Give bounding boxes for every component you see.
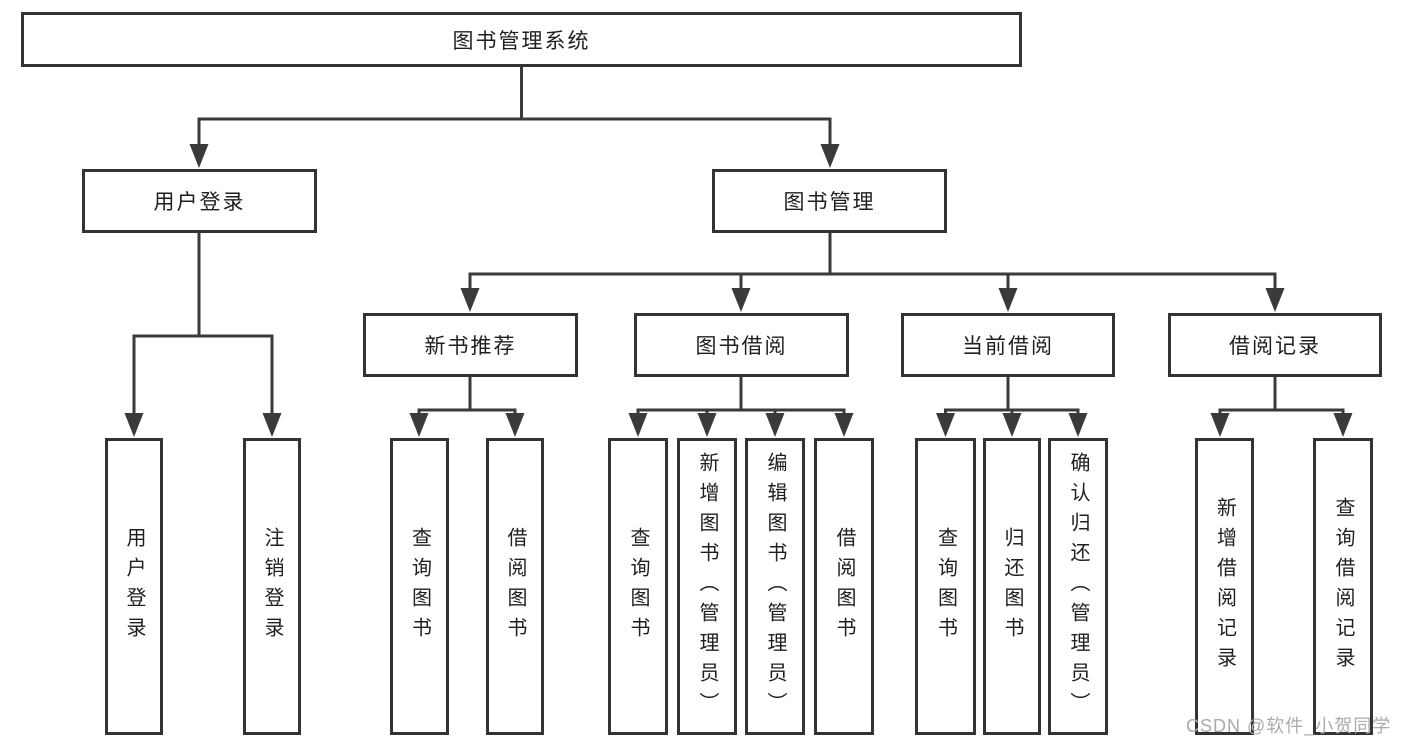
node-book-borrowing-label: 图书借阅 xyxy=(695,335,788,358)
node-current-borrowing: 当前借阅 xyxy=(901,313,1115,377)
leaf-newbooks-query-books-label: 查询图书 xyxy=(408,526,431,647)
leaf-newbooks-query-books: 查询图书 xyxy=(390,438,449,735)
leaf-user-login: 用户登录 xyxy=(105,438,163,735)
leaf-borrowing-query-books: 查询图书 xyxy=(608,438,668,735)
node-book-management: 图书管理 xyxy=(712,169,947,233)
leaf-current-query-books: 查询图书 xyxy=(915,438,976,735)
csdn-watermark: CSDN @软件_小贺同学 xyxy=(1186,716,1392,736)
node-root-library-system: 图书管理系统 xyxy=(21,12,1022,67)
node-borrowing-records: 借阅记录 xyxy=(1168,313,1382,377)
leaf-newbooks-borrow-books-label: 借阅图书 xyxy=(504,526,526,647)
leaf-current-return-books: 归还图书 xyxy=(983,438,1041,735)
leaf-current-return-books-label: 归还图书 xyxy=(1001,526,1023,647)
connector-root-to-level2 xyxy=(189,67,840,168)
node-book-management-label: 图书管理 xyxy=(783,191,876,214)
leaf-newbooks-borrow-books: 借阅图书 xyxy=(486,438,544,735)
node-user-login: 用户登录 xyxy=(82,169,317,233)
leaf-current-confirm-return-admin-label: 确认归还（管理员） xyxy=(1067,451,1089,722)
leaf-borrowing-borrow-books-label: 借阅图书 xyxy=(833,526,855,647)
node-book-borrowing: 图书借阅 xyxy=(634,313,849,377)
leaf-borrowing-add-books-admin-label: 新增图书（管理员） xyxy=(696,451,718,722)
connector-current-borrow-to-leaves xyxy=(936,377,1088,437)
leaf-borrowing-add-books-admin: 新增图书（管理员） xyxy=(677,438,737,735)
leaf-current-confirm-return-admin: 确认归还（管理员） xyxy=(1048,438,1108,735)
node-new-book-recommend-label: 新书推荐 xyxy=(424,335,517,358)
leaf-borrowing-edit-books-admin-label: 编辑图书（管理员） xyxy=(764,451,786,722)
leaf-records-add-record: 新增借阅记录 xyxy=(1195,438,1254,735)
connector-book-borrow-to-leaves xyxy=(628,377,854,437)
connector-new-books-to-leaves xyxy=(409,377,525,437)
leaf-logout-label: 注销登录 xyxy=(261,526,283,647)
connector-user-login-to-leaves xyxy=(124,233,282,437)
node-root-label: 图书管理系统 xyxy=(452,29,591,53)
leaf-borrowing-borrow-books: 借阅图书 xyxy=(814,438,874,735)
connector-book-mgmt-to-level3 xyxy=(460,233,1285,312)
node-user-login-label: 用户登录 xyxy=(153,191,246,214)
leaf-logout: 注销登录 xyxy=(243,438,301,735)
leaf-current-query-books-label: 查询图书 xyxy=(934,526,957,647)
node-borrowing-records-label: 借阅记录 xyxy=(1229,335,1321,358)
leaf-records-add-record-label: 新增借阅记录 xyxy=(1213,496,1236,677)
leaf-user-login-label: 用户登录 xyxy=(123,526,145,647)
node-new-book-recommend: 新书推荐 xyxy=(363,313,578,377)
leaf-records-query-record: 查询借阅记录 xyxy=(1313,438,1373,735)
connector-borrow-records-to-leaves xyxy=(1210,377,1353,437)
node-current-borrowing-label: 当前借阅 xyxy=(962,335,1054,358)
leaf-borrowing-edit-books-admin: 编辑图书（管理员） xyxy=(745,438,805,735)
leaf-borrowing-query-books-label: 查询图书 xyxy=(627,526,649,647)
leaf-records-query-record-label: 查询借阅记录 xyxy=(1332,496,1354,677)
